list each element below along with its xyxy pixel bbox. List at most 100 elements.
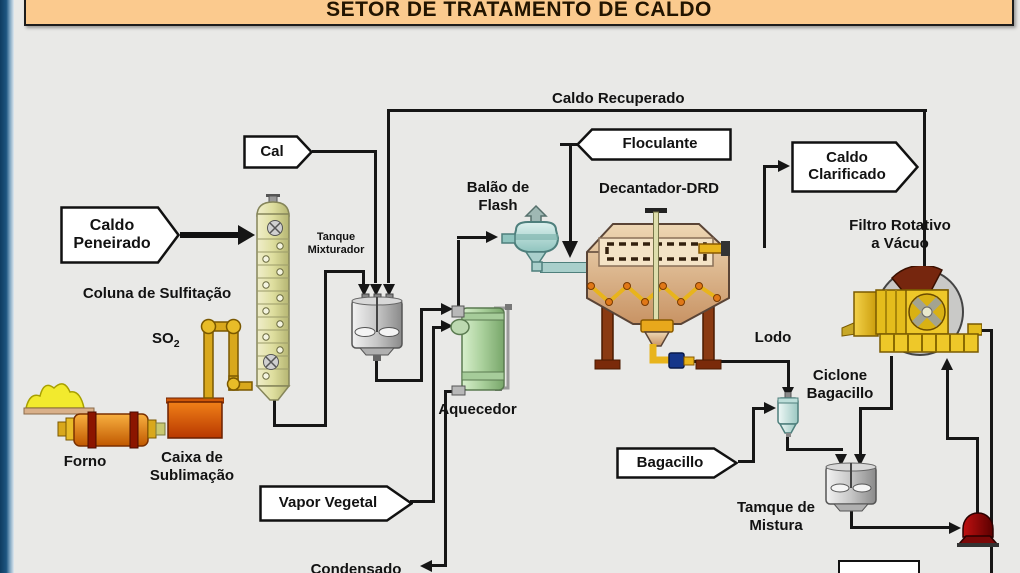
arrow-caldo-peneirado <box>238 225 255 245</box>
line-pump-up-v <box>976 440 979 514</box>
label-tanque-mixturador: Tanque Mixturador <box>307 231 365 256</box>
tag-vapor-vegetal-label: Vapor Vegetal <box>278 494 378 512</box>
tag-caldo-clarificado-line1: Caldo <box>826 149 868 167</box>
line-cal-v <box>374 150 377 283</box>
mixing-tank-small <box>825 462 877 512</box>
line-vapor-h2 <box>432 326 442 329</box>
left-edge-stripe <box>0 0 14 573</box>
tag-floculante: Floculante <box>576 128 732 161</box>
line-column-out-v2 <box>324 270 327 427</box>
tag-caldo-clarificado-line2: Clarificado <box>808 166 886 183</box>
line-cyclone-out-v <box>786 434 789 451</box>
arrow-into-pump <box>949 522 961 534</box>
line-caldo-recuperado-left <box>387 109 390 283</box>
line-cyclone-out-h <box>786 448 843 451</box>
sulfitation-column <box>255 194 291 401</box>
label-lodo: Lodo <box>754 329 792 346</box>
line-lodo-v <box>787 360 790 388</box>
arrow-into-cyclone-side <box>764 402 776 414</box>
label-coluna-sulfitacao: Coluna de Sulfitação <box>82 285 232 302</box>
label-balao-flash: Balão de Flash <box>466 179 530 214</box>
tag-vapor-vegetal: Vapor Vegetal <box>259 485 413 522</box>
arrow-into-heater-steam <box>441 320 453 332</box>
tag-caldo-peneirado: Caldo Peneirado <box>60 206 180 264</box>
line-mixtank-out-v <box>850 508 853 529</box>
line-condensate-stub <box>444 390 454 393</box>
tag-caldo-clarificado: Caldo Clarificado <box>791 141 919 193</box>
thick-feed-line <box>180 232 240 238</box>
title-banner: SETOR DE TRATAMENTO DE CALDO <box>24 0 1014 26</box>
line-condensate-h <box>430 564 447 567</box>
line-clarificado-v <box>763 165 766 248</box>
sublimation-box <box>166 397 224 439</box>
arrow-into-mixer-1 <box>358 284 370 296</box>
arrow-into-mixer-3 <box>383 284 395 296</box>
line-caldo-recuperado-right <box>923 109 926 277</box>
rotary-vacuum-filter <box>841 266 982 356</box>
tag-floculante-label: Floculante <box>622 135 698 153</box>
line-column-out-stub <box>362 270 365 286</box>
arrow-into-clarificado <box>778 160 790 172</box>
line-caldo-recuperado <box>388 109 927 112</box>
line-vapor-h <box>410 500 435 503</box>
tag-bagacillo-label: Bagacillo <box>636 453 704 471</box>
flash-drum <box>501 204 560 272</box>
line-clarificado-h <box>763 165 778 168</box>
sulfur-pile <box>23 383 95 415</box>
line-pump-up-v2 <box>946 370 949 440</box>
line-mixer-out-v2 <box>420 308 423 382</box>
label-condensado: Condensado <box>310 561 402 573</box>
label-tanque-mistura: Tamque de Mistura <box>736 499 816 534</box>
line-bagacillo-v <box>752 408 755 463</box>
label-ciclone-bagacillo: Ciclone Bagacillo <box>806 367 874 402</box>
line-condensate-v <box>444 390 447 567</box>
tag-cal: Cal <box>243 135 313 169</box>
label-aquecedor: Aquecedor <box>438 401 517 418</box>
line-mixer-out-v <box>375 356 378 381</box>
line-filter-down-v2 <box>859 407 862 454</box>
line-filter-down-h <box>859 407 893 410</box>
bagacillo-cyclone <box>777 392 799 437</box>
heater <box>450 304 512 396</box>
arrow-condensado <box>420 560 432 572</box>
line-filter-right-v <box>990 329 993 573</box>
line-bagacillo-h2 <box>752 407 764 410</box>
label-caldo-recuperado: Caldo Recuperado <box>552 90 685 107</box>
line-cal-h <box>312 150 377 153</box>
label-filtro-rotativo: Filtro Rotativo a Vácuo <box>849 217 951 252</box>
line-floculante-v <box>569 143 572 242</box>
decanter-drd <box>586 208 730 370</box>
line-heater-flash-h <box>457 236 486 239</box>
line-filter-down-v <box>890 356 893 410</box>
arrow-floculante <box>562 241 578 258</box>
furnace <box>57 411 166 449</box>
tag-bagacillo: Bagacillo <box>616 447 738 479</box>
line-pump-up-h <box>946 437 979 440</box>
line-mixtank-out-h <box>850 526 951 529</box>
line-mixer-out-h2 <box>420 308 442 311</box>
arrow-into-flash <box>486 231 498 243</box>
line-vapor-v <box>432 327 435 503</box>
arrow-into-filter-tray <box>941 358 953 370</box>
pump <box>957 512 999 547</box>
label-so2: SO2 <box>152 330 180 350</box>
line-column-out-v1 <box>273 400 276 427</box>
tag-cal-label: Cal <box>260 142 284 160</box>
line-column-out-h2 <box>324 270 364 273</box>
mixer-tank <box>351 293 403 361</box>
arrow-into-heater-top <box>441 303 453 315</box>
so2-pipe <box>200 318 253 399</box>
line-filter-right-h <box>972 329 993 332</box>
line-heater-flash-v <box>457 240 460 307</box>
label-forno: Forno <box>63 453 107 470</box>
partial-label-box <box>838 560 920 573</box>
page-title: SETOR DE TRATAMENTO DE CALDO <box>326 0 712 21</box>
line-mixer-out-h <box>375 379 423 382</box>
tag-caldo-peneirado-line2: Peneirado <box>73 235 151 252</box>
label-caixa-sublimacao: Caixa de Sublimação <box>149 449 235 484</box>
line-column-out-h1 <box>273 424 326 427</box>
arrow-into-mixer-2 <box>370 284 382 296</box>
line-lodo-h <box>693 360 790 363</box>
tag-caldo-peneirado-line1: Caldo <box>89 217 135 235</box>
